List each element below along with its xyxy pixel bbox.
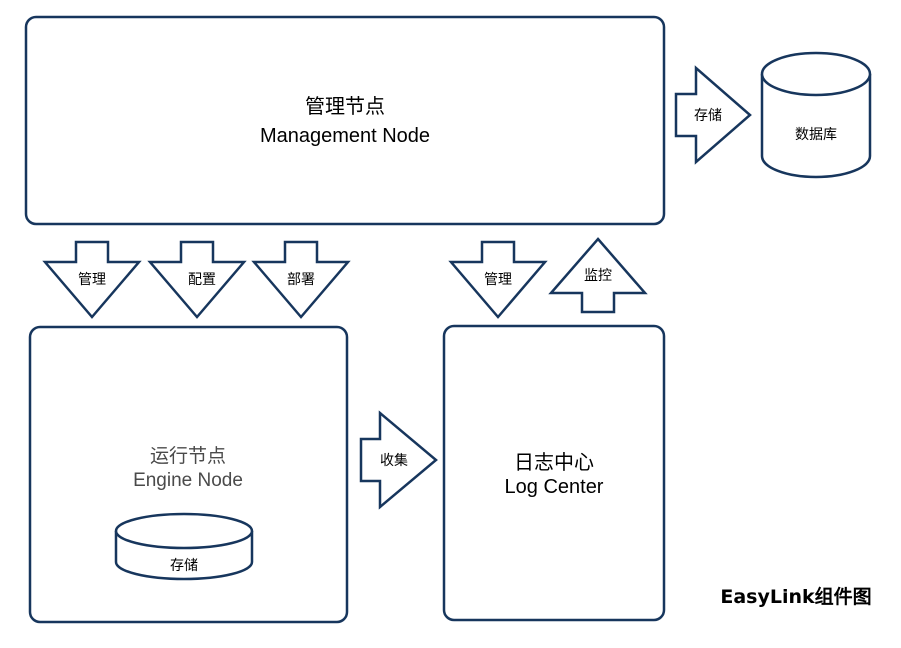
management-node: 管理节点 Management Node [24,15,666,226]
manage-log-arrow: 管理 [448,240,548,319]
deploy-arrow: 部署 [251,240,351,319]
diagram-caption: EasyLink组件图 [720,585,871,608]
log-center-title-en: Log Center [505,476,604,498]
engine-node-title-cn: 运行节点 [150,445,226,467]
log-center-box [442,324,666,622]
engine-storage-label: 存储 [170,558,198,574]
configure-arrow-label: 配置 [188,272,216,288]
log-center-title-cn: 日志中心 [514,451,594,474]
manage-engine-arrow: 管理 [42,240,142,319]
deploy-arrow-shape [251,240,351,319]
collect-arrow: 收集 [359,410,438,510]
collect-arrow-shape [359,410,438,510]
configure-arrow: 配置 [147,240,247,319]
engine-node-box [28,325,349,624]
monitor-arrow: 监控 [548,237,648,314]
store-arrow-label: 存储 [694,108,722,124]
database-top [760,51,872,97]
store-arrow-shape [674,65,752,165]
manage-log-arrow-label: 管理 [484,272,512,288]
manage-engine-arrow-label: 管理 [78,272,106,288]
manage-engine-arrow-shape [42,240,142,319]
engine-node: 运行节点 Engine Node 存储 [28,325,349,624]
collect-arrow-label: 收集 [380,452,408,469]
monitor-arrow-shape [548,237,648,314]
management-node-title-cn: 管理节点 [305,95,385,118]
management-node-box [24,15,666,226]
engine-storage: 存储 [114,512,254,581]
database-label: 数据库 [795,127,837,143]
monitor-arrow-label: 监控 [584,268,612,284]
log-center: 日志中心 Log Center [442,324,666,622]
manage-log-arrow-shape [448,240,548,319]
engine-node-title-en: Engine Node [133,470,243,491]
deploy-arrow-label: 部署 [287,272,315,288]
management-node-title-en: Management Node [260,125,430,147]
engine-storage-top [114,512,254,550]
database-body [760,74,872,179]
configure-arrow-shape [147,240,247,319]
store-arrow: 存储 [674,65,752,165]
database: 数据库 [760,51,872,179]
